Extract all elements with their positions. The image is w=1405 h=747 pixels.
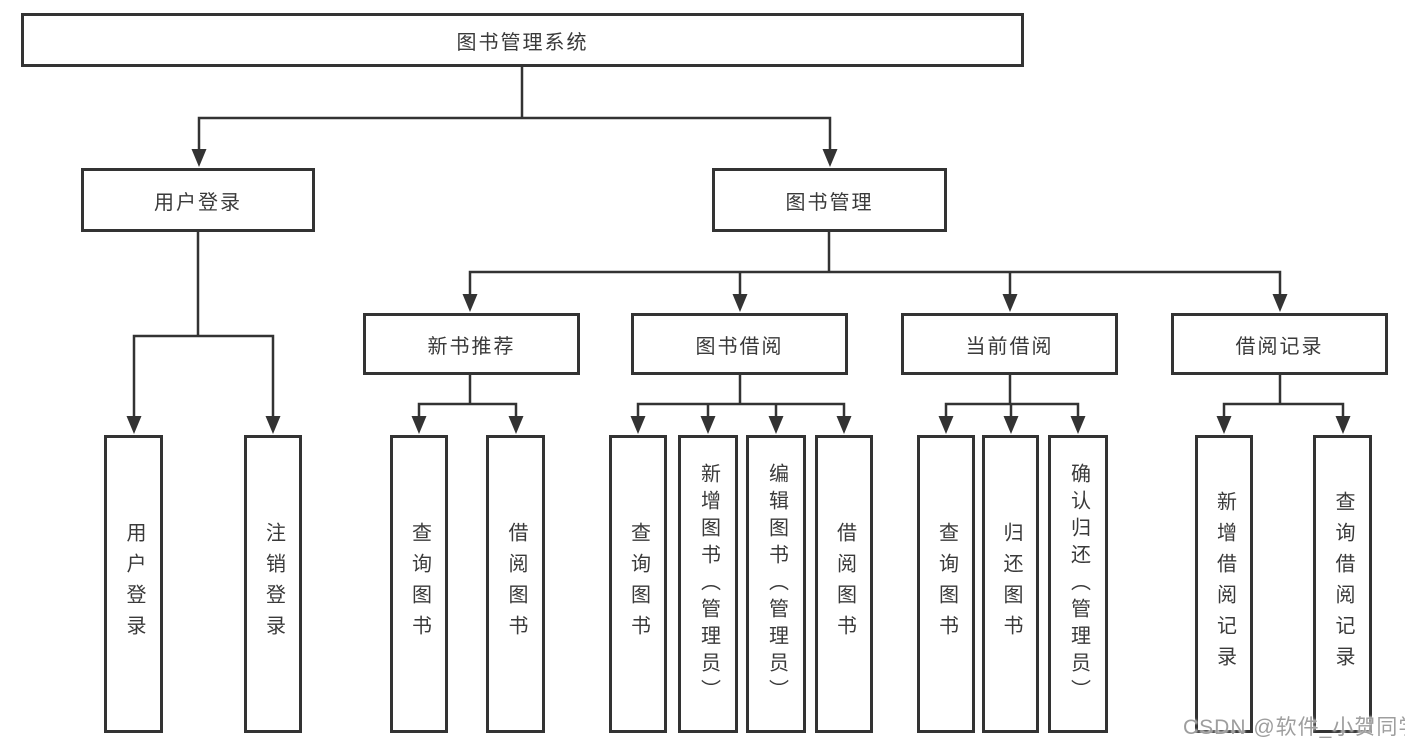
leaf-logout: 注销登录 <box>244 435 302 733</box>
node-book-borrow: 图书借阅 <box>631 313 848 375</box>
node-library-system-label: 图书管理系统 <box>456 31 589 54</box>
node-current-borrow: 当前借阅 <box>901 313 1118 375</box>
leaf-edit-book-admin-label: 编辑图书（管理员） <box>765 462 788 706</box>
node-borrow-records-label: 借阅记录 <box>1235 335 1324 358</box>
leaf-borrow-books-recommend-label: 借阅图书 <box>505 522 527 646</box>
node-book-management-label: 图书管理 <box>785 191 874 214</box>
arrowhead-icons <box>126 149 1351 434</box>
leaf-add-book-admin-label: 新增图书（管理员） <box>697 462 720 706</box>
node-library-system: 图书管理系统 <box>21 13 1024 67</box>
leaf-query-books-recommend-label: 查询图书 <box>408 522 431 646</box>
leaf-query-books-current: 查询图书 <box>917 435 975 733</box>
leaf-query-borrow-record-label: 查询借阅记录 <box>1332 491 1354 677</box>
node-book-management: 图书管理 <box>712 168 947 232</box>
leaf-logout-label: 注销登录 <box>262 522 285 646</box>
leaf-query-books-borrow: 查询图书 <box>609 435 667 733</box>
watermark-text: CSDN @软件_小贺同学 <box>1183 716 1405 739</box>
leaf-return-book-label: 归还图书 <box>1000 522 1022 646</box>
leaf-query-books-current-label: 查询图书 <box>935 522 958 646</box>
leaf-confirm-return-admin: 确认归还（管理员） <box>1048 435 1108 733</box>
leaf-add-book-admin: 新增图书（管理员） <box>678 435 738 733</box>
leaf-query-books-recommend: 查询图书 <box>390 435 448 733</box>
node-current-borrow-label: 当前借阅 <box>965 335 1054 358</box>
leaf-user-login-label: 用户登录 <box>123 522 145 646</box>
node-borrow-records: 借阅记录 <box>1171 313 1388 375</box>
node-book-borrow-label: 图书借阅 <box>695 335 784 358</box>
node-user-login: 用户登录 <box>81 168 315 232</box>
leaf-return-book: 归还图书 <box>982 435 1039 733</box>
leaf-add-borrow-record-label: 新增借阅记录 <box>1213 491 1236 677</box>
leaf-borrow-books-label: 借阅图书 <box>833 522 856 646</box>
leaf-query-borrow-record: 查询借阅记录 <box>1313 435 1372 733</box>
leaf-borrow-books-recommend: 借阅图书 <box>486 435 545 733</box>
node-user-login-label: 用户登录 <box>154 191 242 214</box>
leaf-query-books-borrow-label: 查询图书 <box>627 522 650 646</box>
node-new-book-recommend: 新书推荐 <box>363 313 580 375</box>
leaf-borrow-books: 借阅图书 <box>815 435 873 733</box>
leaf-edit-book-admin: 编辑图书（管理员） <box>746 435 806 733</box>
node-new-book-recommend-label: 新书推荐 <box>427 335 516 358</box>
leaf-user-login: 用户登录 <box>104 435 163 733</box>
leaf-add-borrow-record: 新增借阅记录 <box>1195 435 1253 733</box>
leaf-confirm-return-admin-label: 确认归还（管理员） <box>1067 462 1090 706</box>
